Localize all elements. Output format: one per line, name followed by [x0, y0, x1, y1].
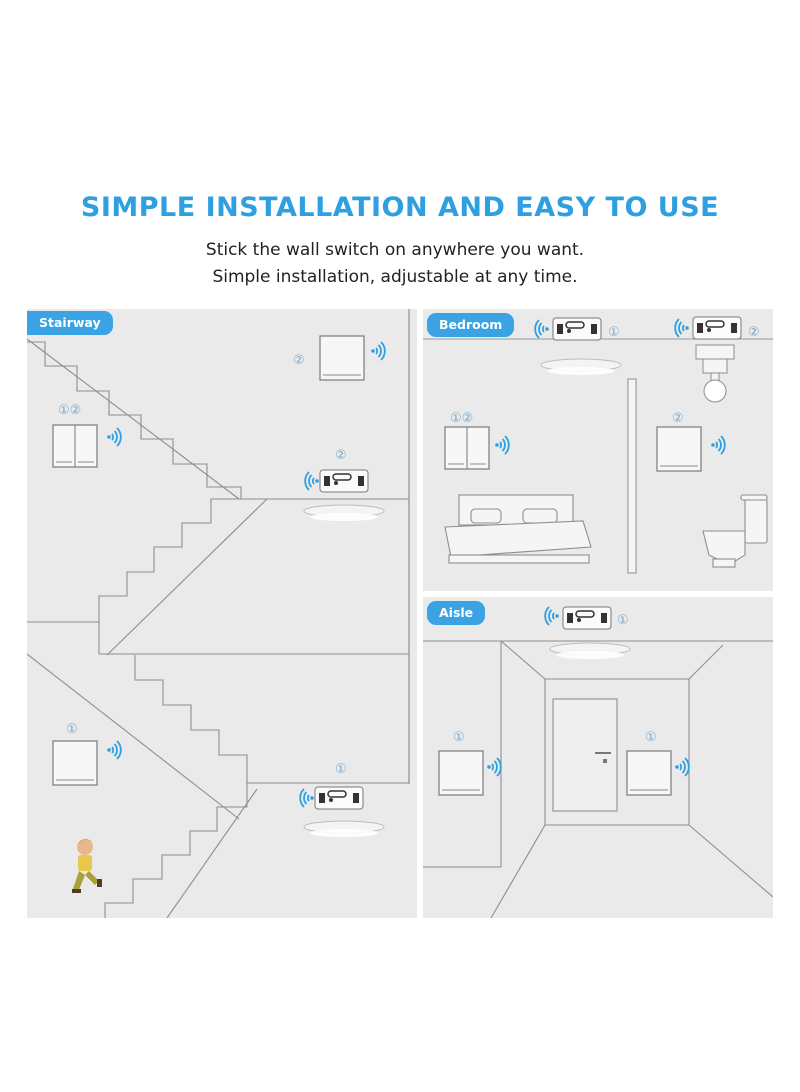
- stairway-panel: ② ①② ② ① ① Stairway: [27, 309, 417, 918]
- subtitle-line-1: Stick the wall switch on anywhere you wa…: [205, 240, 585, 260]
- bulb-icon: [695, 344, 735, 403]
- aisle-panel: ① ① ① Aisle: [423, 597, 773, 918]
- aisle-tag: Aisle: [427, 601, 486, 625]
- bedroom-illustration: [423, 338, 773, 574]
- stairway-tag: Stairway: [27, 311, 113, 335]
- toilet-icon: [702, 494, 768, 568]
- stairway-illustration: [27, 309, 410, 918]
- subtitle-line-2: Simple installation, adjustable at any t…: [212, 267, 578, 287]
- page-title: SIMPLE INSTALLATION AND EASY TO USE: [80, 192, 720, 223]
- bedroom-panel: ① ② ①② ② Bedroom: [423, 309, 773, 591]
- door-icon: [552, 698, 618, 812]
- bed-icon: [444, 494, 592, 564]
- bedroom-tag: Bedroom: [427, 313, 515, 337]
- aisle-illustration: [423, 640, 773, 918]
